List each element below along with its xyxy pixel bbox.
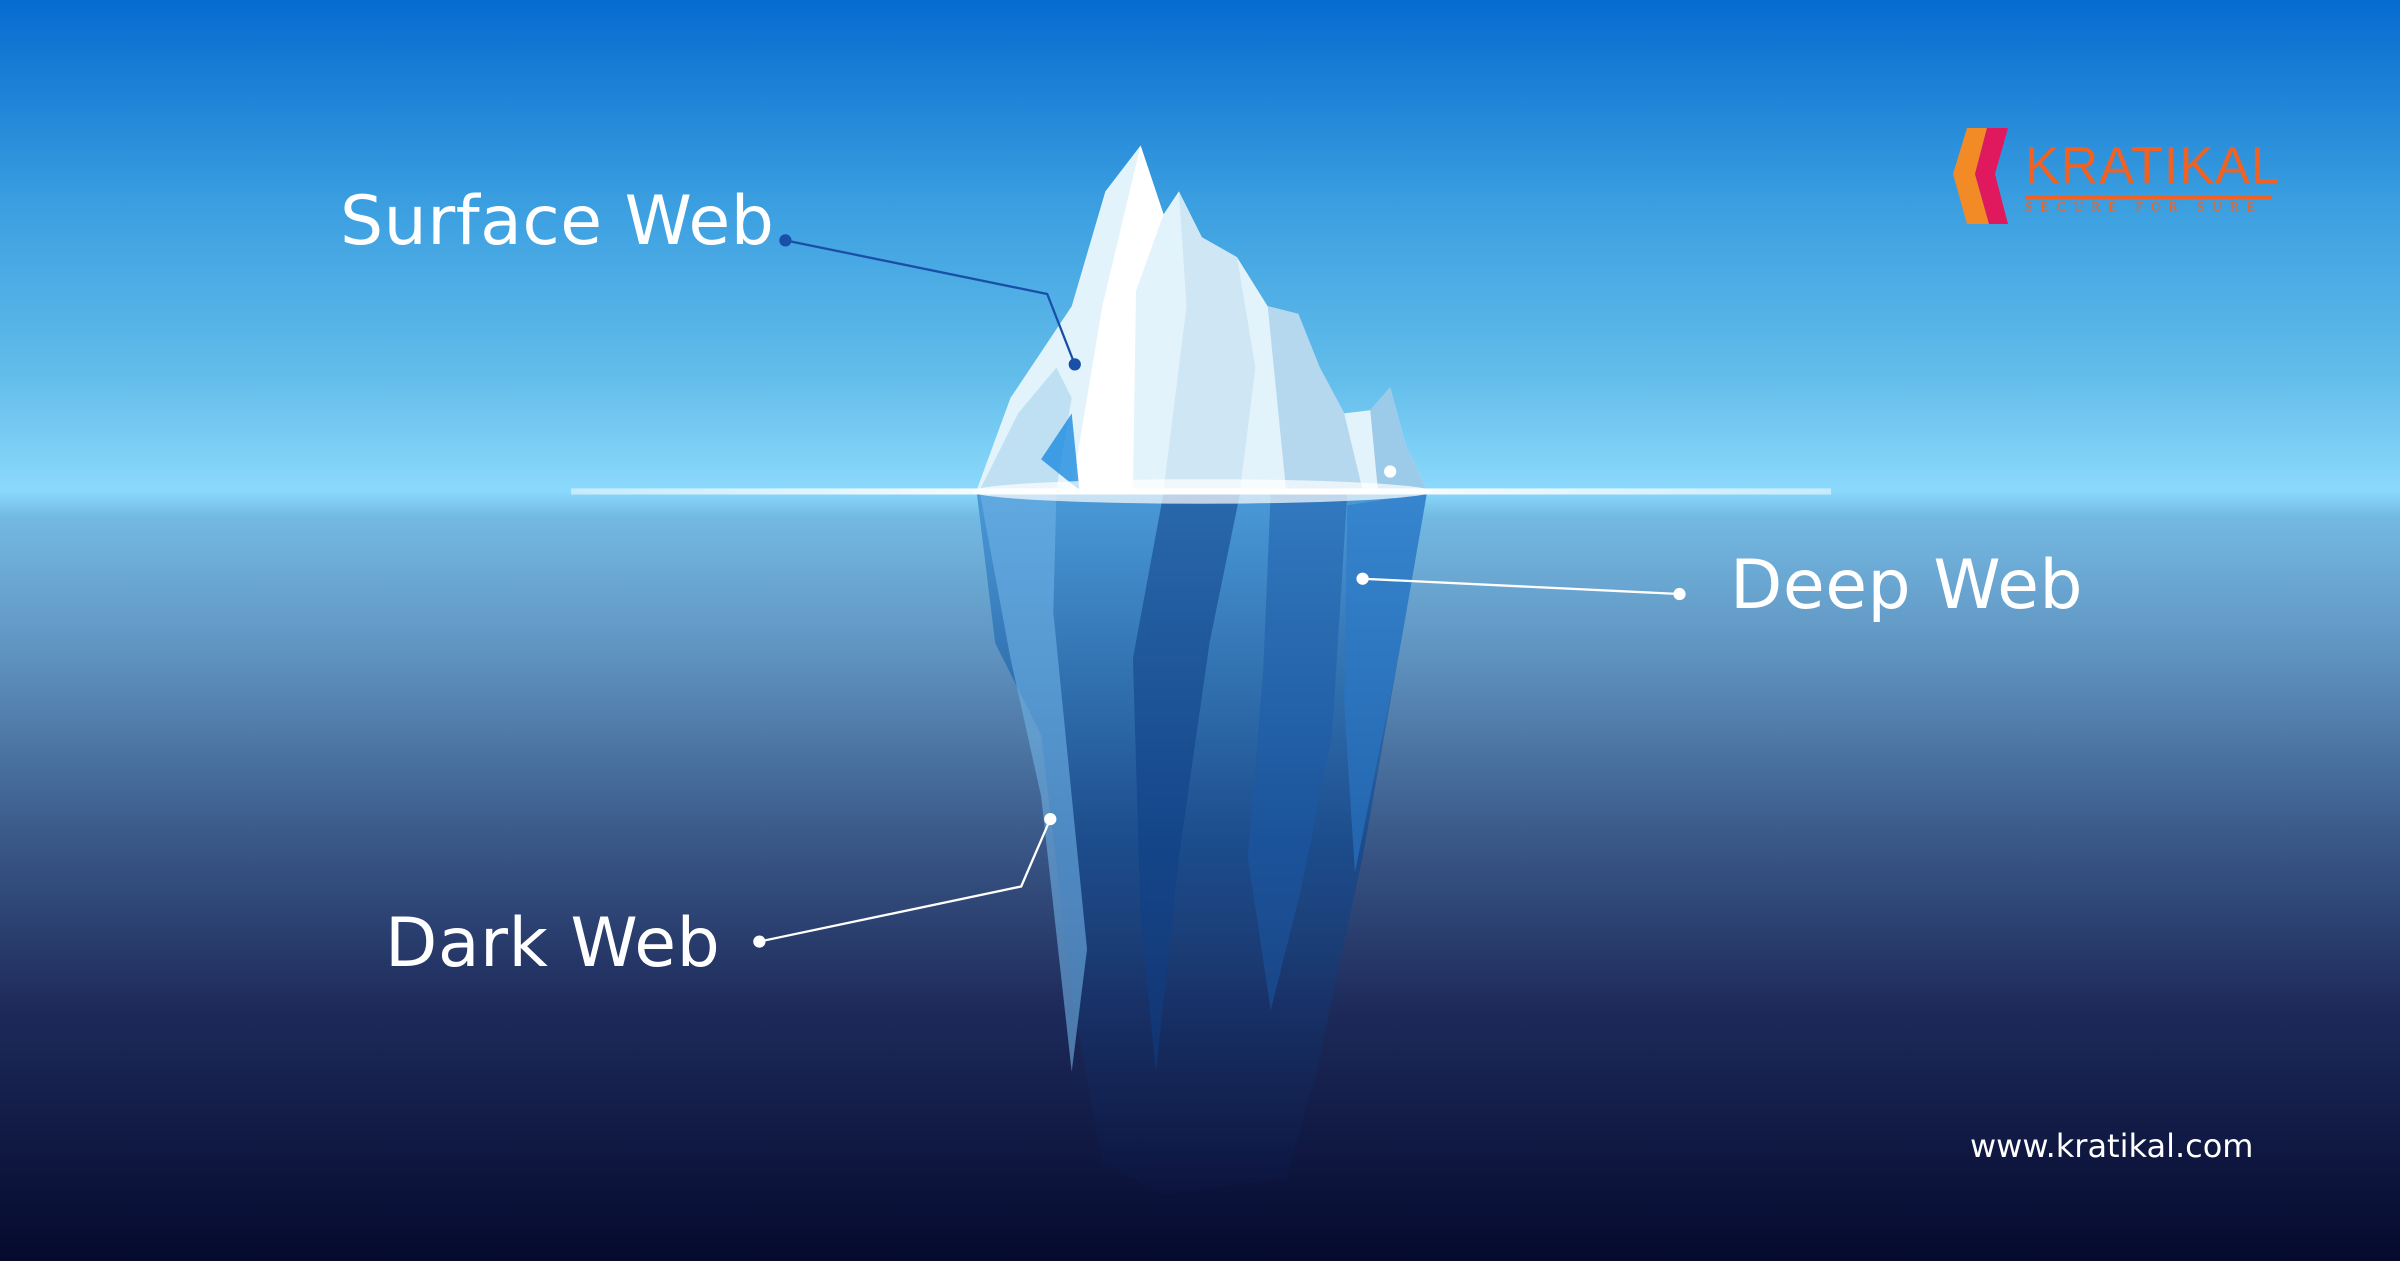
brand-name: KRATIKAL <box>2025 137 2281 195</box>
iceberg-tip <box>976 145 1427 490</box>
dark-web-callout <box>753 812 1057 948</box>
deep-web-callout <box>1356 465 1686 601</box>
surface-web-callout <box>779 234 1081 371</box>
deep-web-label: Deep Web <box>1730 546 2084 625</box>
brand-tagline: SECURE FOR SURE <box>2025 200 2263 215</box>
kratikal-k-icon <box>1953 128 2008 224</box>
surface-web-label: Surface Web <box>340 182 775 261</box>
kratikal-logo: KRATIKAL SECURE FOR SURE <box>1953 128 2280 224</box>
dark-web-label: Dark Web <box>385 904 721 983</box>
iceberg-underwater <box>976 492 1427 1195</box>
logo-rule <box>2025 196 2271 199</box>
website-url[interactable]: www.kratikal.com <box>1970 1127 2254 1165</box>
